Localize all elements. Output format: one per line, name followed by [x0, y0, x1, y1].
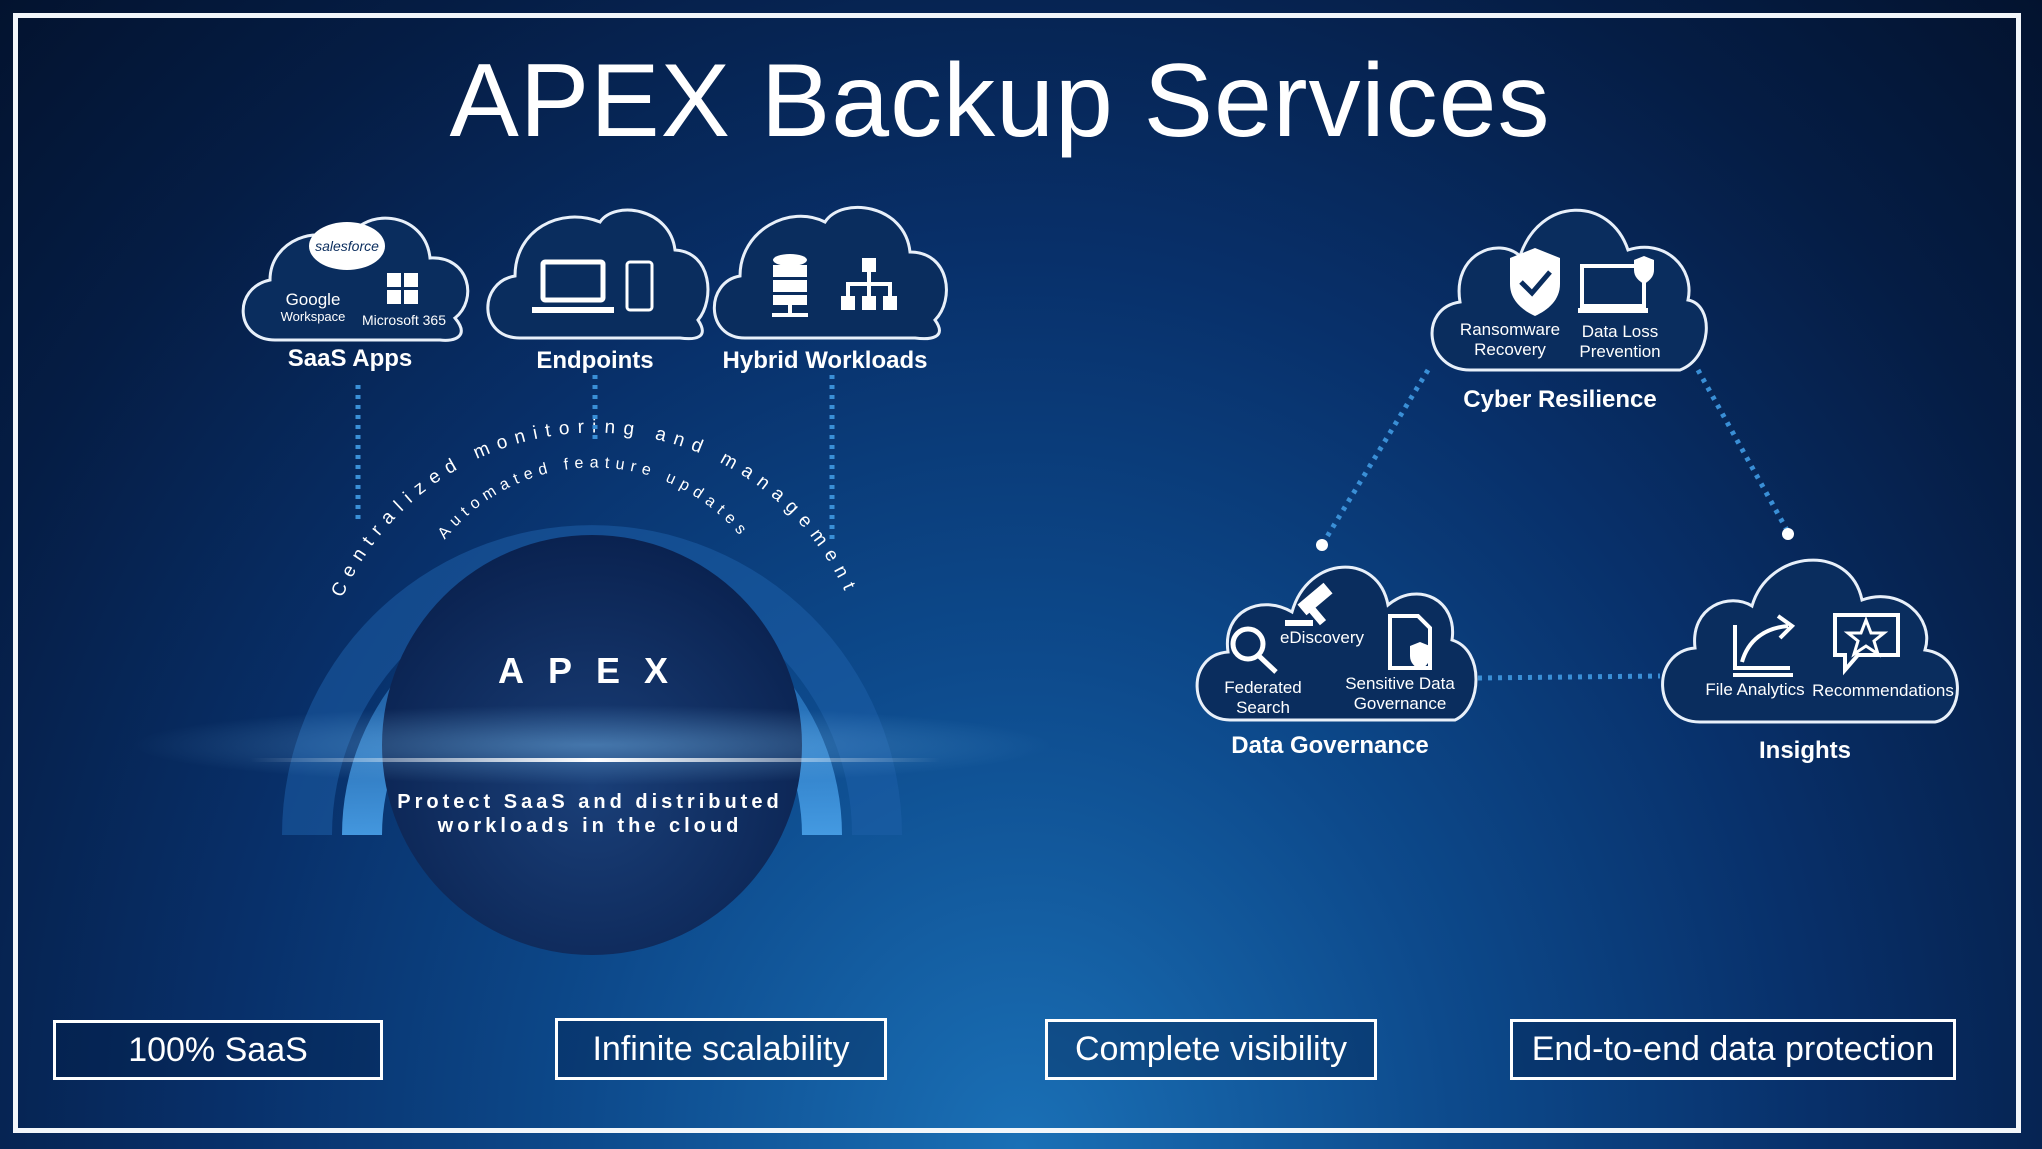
source-label-saas: SaaS Apps [287, 345, 413, 372]
share-chart-icon [1733, 614, 1796, 677]
file-analytics-label: File Analytics [1705, 680, 1805, 699]
laptop-icon [532, 259, 614, 313]
node-dot-insights [1782, 528, 1794, 540]
apex-caption: Protect SaaS and distributed workloads i… [340, 790, 840, 838]
apex-caption-line2: workloads in the cloud [437, 815, 743, 837]
benefit-infinite-scalability: Infinite scalability [555, 1018, 887, 1080]
cloud-insights [1661, 558, 1959, 724]
svg-text:Workspace: Workspace [281, 309, 346, 324]
cloud-hybrid-workloads [712, 206, 948, 341]
gavel-icon [1285, 582, 1333, 626]
magnifier-icon [1230, 626, 1278, 674]
cloud-endpoints [486, 208, 710, 341]
microsoft-365-icon [387, 273, 418, 304]
cloud-mist [132, 705, 1052, 785]
slide-frame [13, 13, 2021, 1133]
page-title: APEX Backup Services [449, 43, 1551, 159]
federated-search-label: Federated Search [1224, 678, 1302, 717]
benefit-end-to-end-protection: End-to-end data protection [1510, 1019, 1956, 1080]
connector-cyber-insights [1695, 368, 1791, 534]
ediscovery-label: eDiscovery [1279, 628, 1365, 647]
horizon-line [250, 758, 940, 762]
cloud-cyber-resilience [1430, 208, 1708, 372]
connector-cyber-governance [1319, 368, 1431, 547]
apex-caption-line1: Protect SaaS and distributed [397, 791, 783, 813]
source-label-hybrid: Hybrid Workloads [722, 347, 928, 374]
data-loss-prevention-label: Data Loss Prevention [1579, 322, 1661, 361]
document-shield-icon [1388, 614, 1432, 670]
source-connectors [355, 375, 835, 545]
capability-connectors [1319, 368, 1791, 681]
cloud-saas-apps: salesforce Google Workspace Microsoft 36… [241, 216, 470, 342]
checkmark-icon [1519, 270, 1552, 297]
device-shield-icon [1578, 256, 1654, 313]
data-governance-label: Data Governance [1231, 732, 1429, 759]
benefit-complete-visibility: Complete visibility [1045, 1019, 1377, 1080]
sensitive-data-governance-label: Sensitive Data Governance [1345, 674, 1455, 713]
benefit-100-saas: 100% SaaS [53, 1020, 383, 1080]
recommendations-label: Recommendations [1812, 681, 1954, 700]
database-icon [772, 254, 808, 317]
cyber-resilience-label: Cyber Resilience [1463, 386, 1657, 413]
node-dot-governance [1316, 539, 1328, 551]
svg-text:salesforce: salesforce [315, 238, 379, 254]
ransomware-recovery-label: Ransomware Recovery [1459, 320, 1561, 359]
svg-text:Microsoft 365: Microsoft 365 [362, 312, 446, 328]
network-hierarchy-icon [841, 258, 897, 310]
source-label-endpoints: Endpoints [536, 347, 654, 374]
tablet-icon [625, 260, 654, 312]
insights-label: Insights [1758, 737, 1851, 764]
star-review-icon [1833, 613, 1900, 676]
connector-governance-insights [1477, 673, 1661, 681]
shield-icon [1510, 248, 1560, 316]
outer-ring [282, 525, 902, 835]
google-workspace-icon: Google [286, 290, 341, 309]
apex-core-label: APEX [497, 650, 693, 691]
cloud-data-governance [1195, 565, 1478, 722]
salesforce-icon [309, 222, 385, 270]
